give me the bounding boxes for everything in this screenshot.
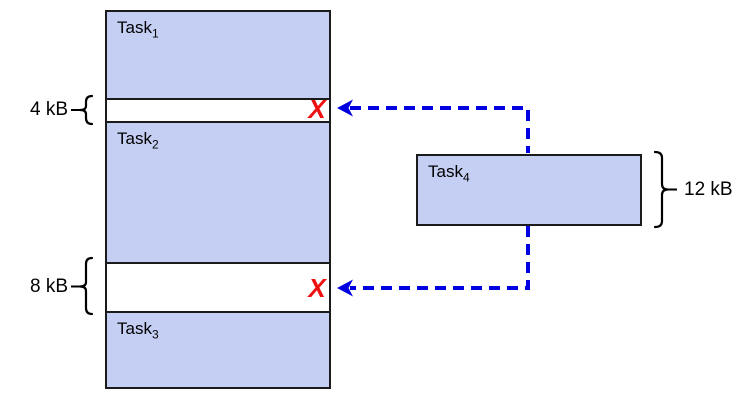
task3-label-sub: 3: [151, 327, 159, 342]
brace-12kb: [653, 150, 669, 229]
task1-block: Task1: [107, 12, 329, 98]
arrow-task4-to-gap2: [350, 226, 530, 290]
task4-label-text: Task: [428, 162, 463, 181]
gap1-size-label: 4 kB: [29, 99, 68, 120]
task4-label: Task4: [418, 156, 640, 185]
arrow-task4-to-gap1: [350, 106, 530, 153]
task1-label-sub: 1: [151, 26, 159, 41]
task2-label-text: Task: [117, 129, 152, 148]
free-gap-8kb: [107, 262, 329, 311]
task3-label-text: Task: [117, 319, 152, 338]
task2-label: Task2: [107, 123, 329, 152]
task4-block: Task4: [416, 154, 642, 226]
task3-label: Task3: [107, 313, 329, 342]
task4-label-sub: 4: [462, 170, 470, 185]
task4-size-label: 12 kB: [684, 179, 733, 200]
gap2-size-label: 8 kB: [29, 276, 68, 297]
free-gap-4kb: [107, 98, 329, 121]
memory-column: Task1 Task2 Task3: [105, 10, 331, 389]
task2-label-sub: 2: [151, 137, 159, 152]
arrowhead-gap1-icon: [337, 99, 353, 117]
task1-label: Task1: [107, 12, 329, 41]
brace-8kb: [79, 256, 94, 316]
arrowhead-gap2-icon: [337, 279, 353, 297]
task3-block: Task3: [107, 311, 329, 387]
task1-label-text: Task: [117, 18, 152, 37]
brace-4kb: [79, 94, 94, 126]
task2-block: Task2: [107, 121, 329, 262]
